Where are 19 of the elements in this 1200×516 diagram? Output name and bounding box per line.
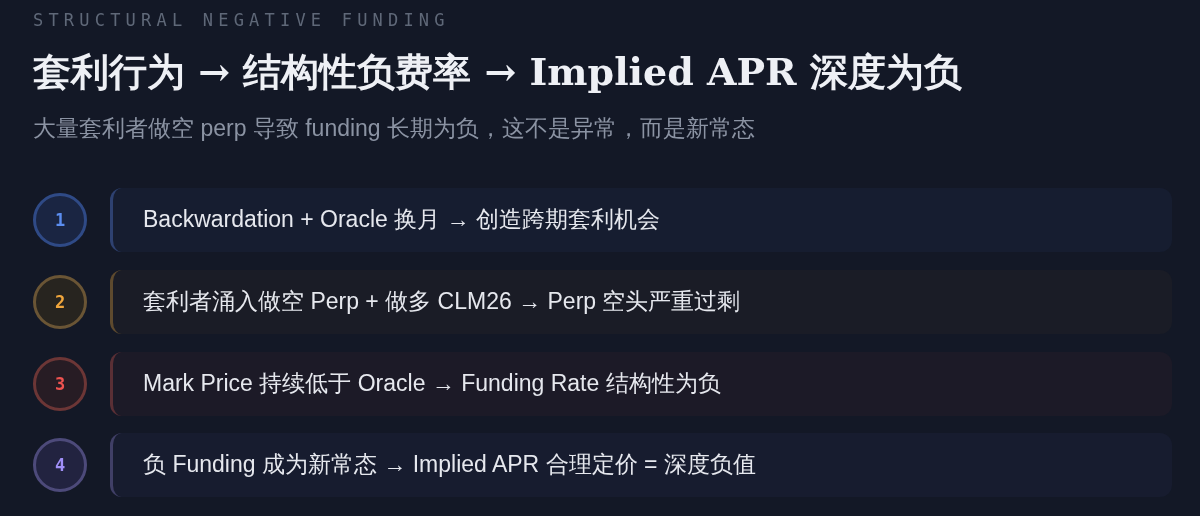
step-number: 2 [54, 293, 66, 311]
step-number: 3 [54, 375, 66, 393]
subtitle: 大量套利者做空 perp 导致 funding 长期为负，这不是异常，而是新常态 [33, 114, 756, 143]
step-number: 4 [54, 456, 66, 474]
kicker-label: STRUCTURAL NEGATIVE FUNDING [33, 10, 450, 31]
step-number-circle [33, 357, 87, 411]
page-title: 套利行为 → 结构性负费率 → Implied APR 深度为负 [33, 49, 962, 95]
step-number-circle [33, 193, 87, 247]
step-card [110, 352, 1172, 416]
step-text: 负 Funding 成为新常态 → Implied APR 合理定价 = 深度负值 [143, 450, 756, 480]
step-card [110, 270, 1172, 334]
step-card [110, 433, 1172, 497]
step-number-circle [33, 275, 87, 329]
step-number: 1 [54, 211, 66, 229]
step-number-circle [33, 438, 87, 492]
step-text: Backwardation + Oracle 换月 → 创造跨期套利机会 [143, 205, 660, 235]
step-card [110, 188, 1172, 252]
step-text: 套利者涌入做空 Perp + 做多 CLM26 → Perp 空头严重过剩 [143, 287, 741, 317]
step-text: Mark Price 持续低于 Oracle → Funding Rate 结构性为负 [143, 369, 721, 399]
